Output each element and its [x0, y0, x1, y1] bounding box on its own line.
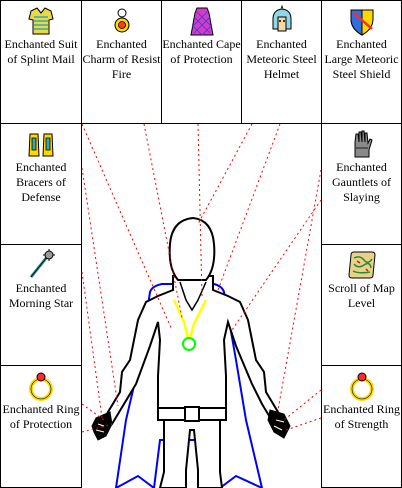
shield-icon [346, 5, 378, 37]
slot-label: Enchanted Suit of Splint Mail [4, 37, 78, 66]
scroll-icon [346, 249, 378, 281]
slot-gauntlets[interactable]: Enchanted Gauntlets of Slaying [321, 123, 402, 245]
cape-icon [186, 5, 218, 37]
morning-star-icon [25, 249, 57, 281]
slot-weapon[interactable]: Enchanted Morning Star [0, 244, 82, 366]
helmet-icon [266, 5, 298, 37]
slot-charm[interactable]: Enchanted Charm of Resist Fire [81, 0, 162, 124]
slot-label: Scroll of Map Level [328, 281, 395, 310]
ring-icon [25, 370, 57, 402]
bracers-icon [25, 128, 57, 160]
slot-label: Enchanted Large Meteoric Steel Shield [324, 37, 399, 81]
slot-body-armor[interactable]: Enchanted Suit of Splint Mail [0, 0, 82, 124]
right-hand [267, 409, 291, 439]
slot-label: Enchanted Gauntlets of Slaying [332, 160, 391, 204]
slot-scroll[interactable]: Scroll of Map Level [321, 244, 402, 366]
ring-icon [346, 370, 378, 402]
splint-mail-icon [25, 5, 57, 37]
slot-shield[interactable]: Enchanted Large Meteoric Steel Shield [321, 0, 402, 124]
slot-label: Enchanted Morning Star [8, 281, 74, 310]
slot-bracers[interactable]: Enchanted Bracers of Defense [0, 123, 82, 245]
slot-label: Enchanted Cape of Protection [162, 37, 241, 66]
slot-label: Enchanted Ring of Strength [323, 402, 400, 431]
slot-ring-right[interactable]: Enchanted Ring of Strength [321, 365, 402, 488]
slot-label: Enchanted Ring of Protection [2, 402, 80, 431]
slot-label: Enchanted Bracers of Defense [15, 160, 67, 204]
left-hand [91, 411, 113, 441]
belt-buckle [184, 406, 200, 422]
slot-label: Enchanted Meteoric Steel Helmet [246, 37, 317, 81]
gauntlet-icon [346, 128, 378, 160]
head [168, 216, 216, 281]
paper-doll [91, 216, 291, 488]
slot-label: Enchanted Charm of Resist Fire [82, 37, 161, 81]
slot-ring-left[interactable]: Enchanted Ring of Protection [0, 365, 82, 488]
slot-helmet[interactable]: Enchanted Meteoric Steel Helmet [241, 0, 322, 124]
slot-cape[interactable]: Enchanted Cape of Protection [161, 0, 242, 124]
charm-icon [106, 5, 138, 37]
amulet-gem [182, 337, 196, 351]
